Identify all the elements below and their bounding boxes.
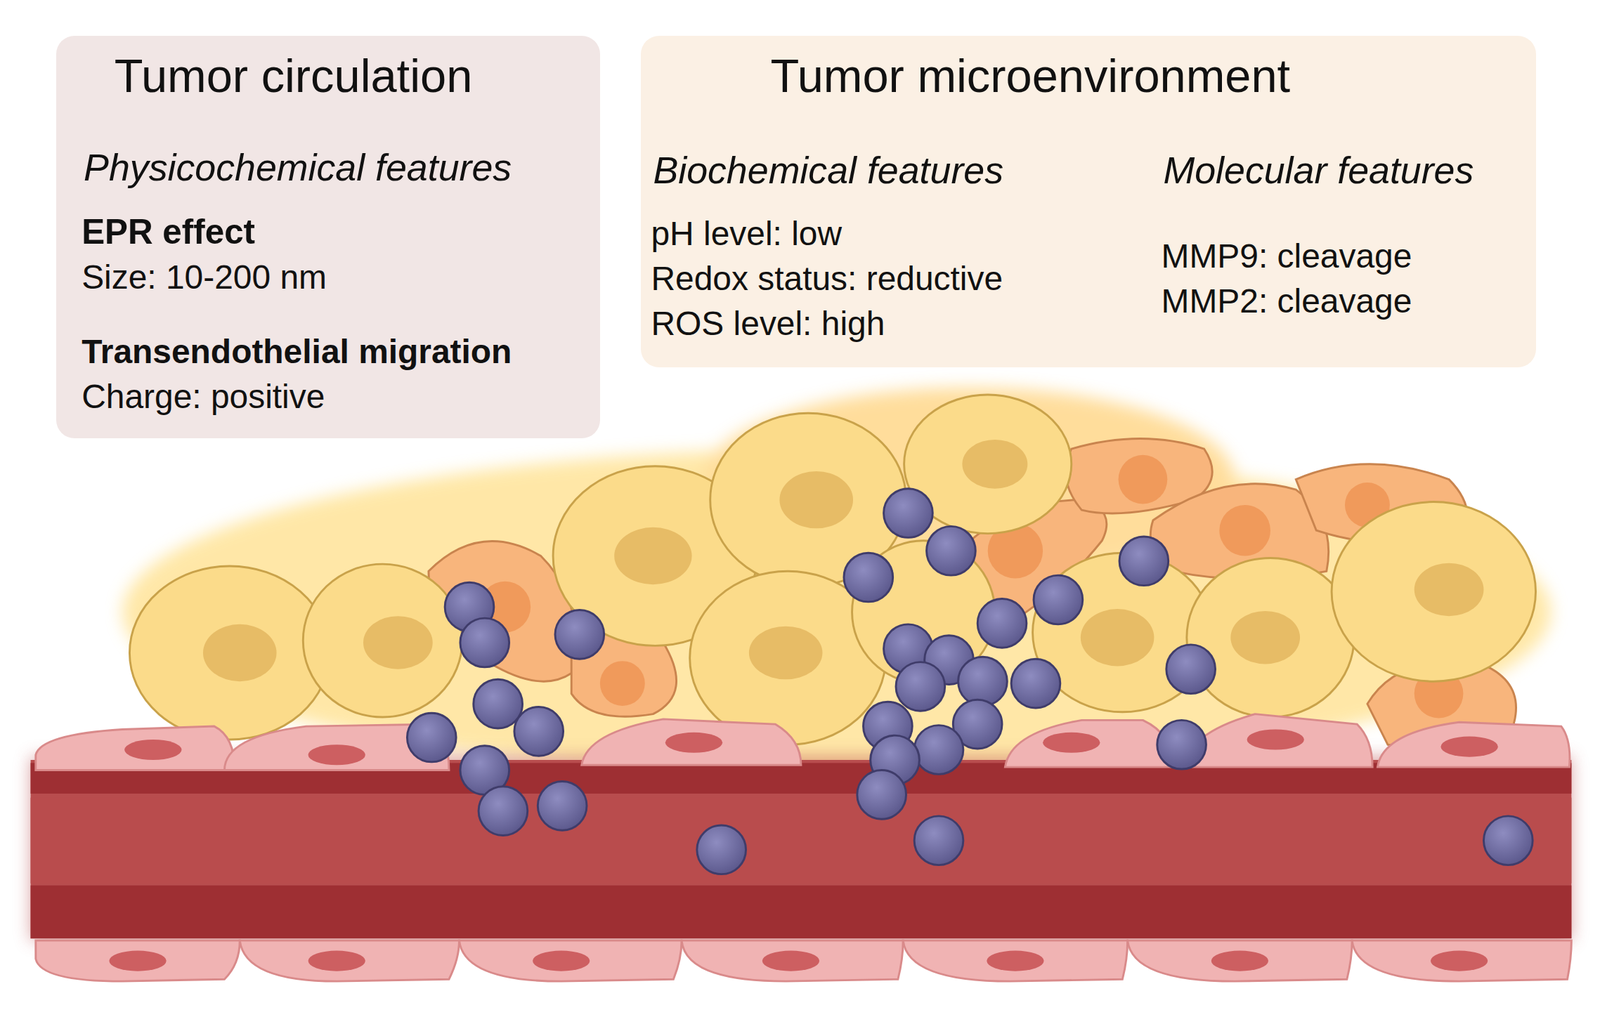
nanoparticle bbox=[1483, 816, 1533, 866]
illustration-part bbox=[302, 564, 463, 718]
illustration-part bbox=[1230, 611, 1300, 665]
nanoparticle bbox=[478, 787, 528, 837]
illustration-part bbox=[308, 951, 366, 972]
section-heading: Biochemical features bbox=[652, 148, 1004, 193]
illustration-part bbox=[308, 744, 366, 766]
illustration-part bbox=[986, 951, 1044, 972]
feature-text: Redox status: reductive bbox=[650, 259, 1003, 298]
illustration-part bbox=[1247, 729, 1305, 750]
illustration-part bbox=[614, 527, 692, 585]
feature-text: Size: 10-200 nm bbox=[81, 257, 327, 297]
nanoparticle bbox=[843, 553, 894, 603]
illustration-part bbox=[1430, 951, 1488, 972]
illustration-part bbox=[532, 951, 590, 972]
illustration-part bbox=[30, 886, 1572, 940]
illustration-part bbox=[129, 566, 330, 740]
illustration-part bbox=[30, 798, 1572, 884]
nanoparticles bbox=[406, 489, 1533, 875]
nanoparticle bbox=[555, 610, 605, 660]
illustration-part bbox=[239, 940, 459, 982]
feature-text: MMP9: cleavage bbox=[1161, 236, 1413, 276]
nanoparticle bbox=[895, 662, 946, 712]
feature-panel: Tumor circulationPhysicochemical feature… bbox=[56, 35, 601, 440]
section-heading: Molecular features bbox=[1162, 148, 1474, 193]
nanoparticle bbox=[926, 526, 977, 576]
illustration-part bbox=[30, 760, 1572, 939]
illustration-part bbox=[1351, 940, 1572, 982]
nanoparticle bbox=[977, 599, 1027, 649]
feature-text: MMP2: cleavage bbox=[1161, 281, 1413, 321]
nanoparticle bbox=[883, 489, 934, 539]
feature-text: Charge: positive bbox=[81, 377, 325, 416]
nanoparticle bbox=[697, 825, 747, 875]
illustration-part bbox=[1331, 502, 1536, 683]
illustration-part bbox=[1186, 557, 1355, 718]
nanoparticle bbox=[406, 713, 457, 763]
illustration-part bbox=[1080, 609, 1155, 667]
illustration-part bbox=[600, 661, 646, 707]
illustration-part bbox=[35, 726, 235, 771]
nanoparticle bbox=[914, 725, 964, 776]
yellow-cells bbox=[129, 394, 1536, 745]
illustration-part bbox=[203, 624, 277, 682]
illustration-part bbox=[1127, 940, 1352, 982]
nanoparticle bbox=[1157, 720, 1207, 770]
feature-text: Transendothelial migration bbox=[81, 332, 512, 372]
illustration-part bbox=[581, 719, 802, 766]
illustration-part bbox=[122, 449, 1551, 776]
nanoparticle bbox=[914, 816, 964, 866]
illustration-part bbox=[1004, 720, 1174, 768]
illustration-part bbox=[35, 940, 240, 982]
feature-panel: Tumor microenvironmentBiochemical featur… bbox=[640, 35, 1537, 368]
illustration-part bbox=[30, 757, 1572, 941]
illustration-part bbox=[749, 626, 823, 681]
illustration-part bbox=[902, 940, 1128, 982]
illustration-part bbox=[681, 940, 903, 982]
illustration-part bbox=[1377, 722, 1570, 768]
illustration-part bbox=[779, 471, 854, 529]
nanoparticle bbox=[857, 770, 907, 821]
illustration-part bbox=[124, 739, 182, 761]
illustration-part bbox=[108, 951, 166, 972]
feature-text: ROS level: high bbox=[650, 304, 885, 343]
illustration-part bbox=[961, 439, 1028, 490]
nanoparticle bbox=[537, 782, 587, 832]
illustration-part bbox=[1184, 714, 1374, 769]
illustration-part bbox=[1219, 505, 1271, 557]
feature-text: EPR effect bbox=[81, 212, 256, 253]
nanoparticle bbox=[1119, 536, 1169, 587]
illustration-part bbox=[1211, 951, 1269, 972]
nanoparticle bbox=[1033, 575, 1083, 625]
illustration-part bbox=[363, 616, 433, 670]
illustration-part bbox=[665, 732, 723, 754]
illustration-part bbox=[762, 951, 820, 972]
tumor-glow bbox=[122, 387, 1551, 776]
nanoparticle bbox=[514, 706, 564, 757]
nanoparticle bbox=[1011, 659, 1061, 709]
blood-vessel bbox=[30, 757, 1572, 941]
illustration-part bbox=[1414, 563, 1485, 617]
illustration-part bbox=[1042, 732, 1100, 754]
nanoparticle bbox=[1166, 645, 1216, 695]
nanoparticle bbox=[473, 679, 523, 729]
illustration-part bbox=[1118, 455, 1168, 505]
illustration-part bbox=[458, 940, 682, 982]
section-heading: Physicochemical features bbox=[83, 146, 512, 190]
feature-text: pH level: low bbox=[650, 214, 842, 253]
nanoparticle bbox=[958, 657, 1008, 707]
panel-title: Tumor circulation bbox=[114, 49, 473, 104]
illustration-part bbox=[1440, 737, 1498, 758]
endothelial-cells bbox=[35, 714, 1572, 983]
nanoparticle bbox=[460, 618, 510, 668]
panel-title: Tumor microenvironment bbox=[770, 49, 1291, 104]
